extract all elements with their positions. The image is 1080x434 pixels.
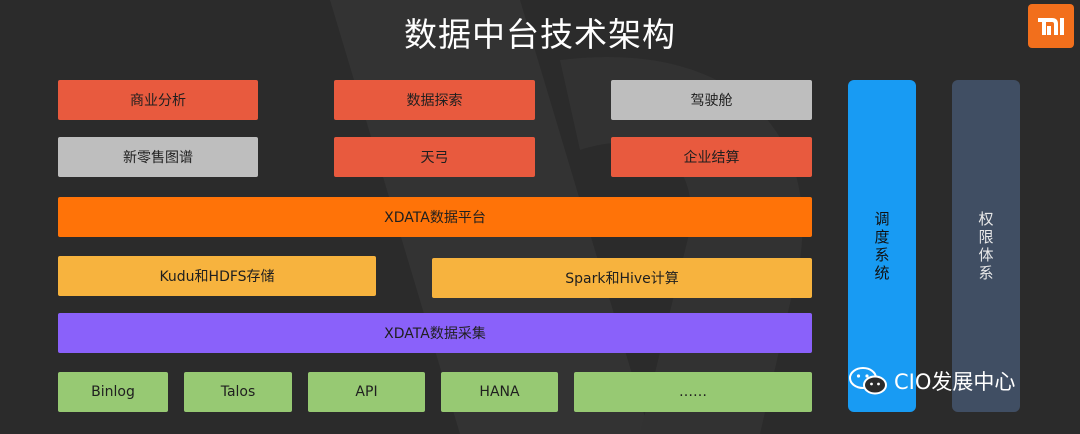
app-label: 企业结算 <box>683 150 740 166</box>
permission-system-label: 权限体系 <box>978 210 994 282</box>
app-box-cockpit: 驾驶舱 <box>611 80 812 120</box>
permission-system-column: 权限体系 <box>952 80 1020 412</box>
storage-label: Kudu和HDFS存储 <box>159 269 275 285</box>
source-box-binlog: Binlog <box>58 372 168 412</box>
compute-layer: Spark和Hive计算 <box>432 258 812 298</box>
collection-label: XDATA数据采集 <box>384 326 486 342</box>
compute-label: Spark和Hive计算 <box>565 271 679 287</box>
app-label: 驾驶舱 <box>690 93 733 109</box>
platform-label: XDATA数据平台 <box>384 210 486 226</box>
page-title: 数据中台技术架构 <box>404 15 676 54</box>
source-box-talos: Talos <box>184 372 292 412</box>
app-label: 天弓 <box>420 150 449 166</box>
source-box-more: …… <box>574 372 812 412</box>
app-label: 数据探索 <box>406 93 463 109</box>
mi-logo <box>1028 4 1074 48</box>
collection-layer: XDATA数据采集 <box>58 313 812 353</box>
app-box-enterprise-settlement: 企业结算 <box>611 137 812 177</box>
app-box-new-retail-graph: 新零售图谱 <box>58 137 258 177</box>
wechat-icon <box>849 367 887 395</box>
app-box-tiangong: 天弓 <box>334 137 535 177</box>
source-label: Binlog <box>91 384 135 400</box>
wechat-watermark: CIO发展中心 <box>848 366 1015 396</box>
source-box-hana: HANA <box>441 372 558 412</box>
source-box-api: API <box>308 372 425 412</box>
source-label: HANA <box>479 384 520 400</box>
app-label: 新零售图谱 <box>123 150 193 166</box>
scheduling-system-label: 调度系统 <box>874 210 890 282</box>
storage-layer: Kudu和HDFS存储 <box>58 256 376 296</box>
platform-layer: XDATA数据平台 <box>58 197 812 237</box>
watermark-text: CIO发展中心 <box>894 370 1016 394</box>
app-box-business-analysis: 商业分析 <box>58 80 258 120</box>
app-label: 商业分析 <box>130 93 186 109</box>
app-box-data-exploration: 数据探索 <box>334 80 535 120</box>
source-label: API <box>355 384 378 400</box>
mi-logo-icon <box>1038 18 1064 35</box>
source-label: Talos <box>220 384 256 400</box>
source-label: …… <box>679 384 707 400</box>
scheduling-system-column: 调度系统 <box>848 80 916 412</box>
